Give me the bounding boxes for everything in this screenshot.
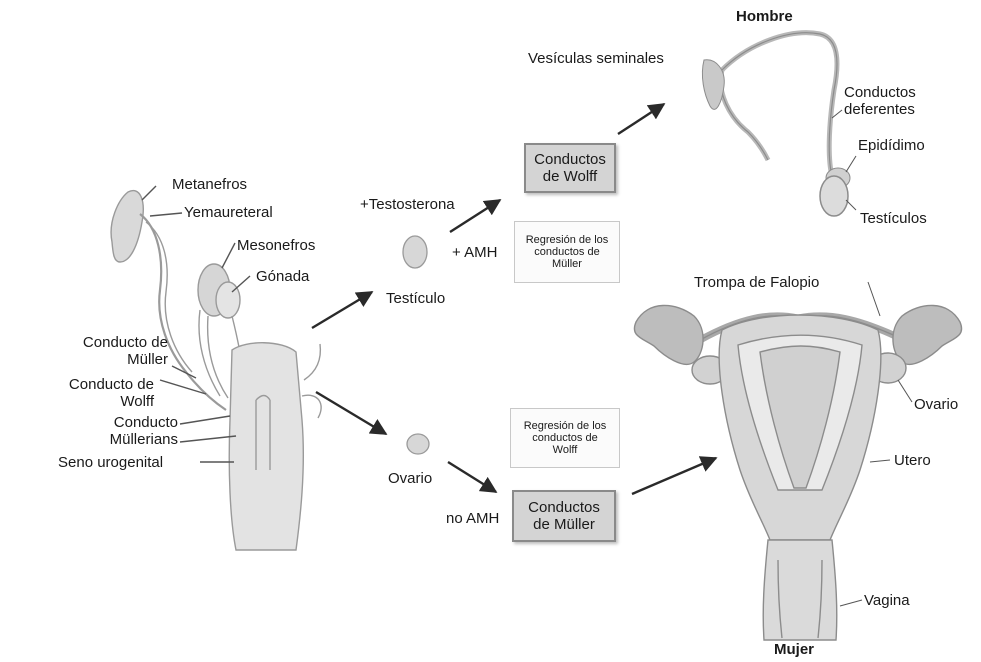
- box-conductos-muller-text: Conductos de Müller: [528, 499, 600, 533]
- label-conducto-mullerians: Conducto Müllerians: [40, 414, 178, 448]
- label-mujer: Mujer: [774, 641, 814, 658]
- label-ovario-right: Ovario: [914, 396, 958, 413]
- box-regresion-muller: Regresión de los conductos de Müller: [514, 221, 620, 283]
- label-vagina: Vagina: [864, 592, 910, 609]
- label-hombre: Hombre: [736, 8, 793, 25]
- label-testiculos: Testículos: [860, 210, 927, 227]
- box-regresion-wolff-text: Regresión de los conductos de Wolff: [524, 420, 607, 456]
- male-reproductive-illustration: [702, 33, 856, 216]
- vesiculas-shape: [702, 60, 724, 110]
- label-amh: + AMH: [452, 244, 497, 261]
- testiculos-shape: [820, 176, 848, 216]
- label-yemaureteral: Yemaureteral: [184, 204, 273, 221]
- label-utero: Utero: [894, 452, 931, 469]
- left-tube-end: [634, 305, 703, 364]
- box-conductos-wolff: Conductos de Wolff: [524, 143, 616, 193]
- label-seno-urogenital: Seno urogenital: [58, 454, 163, 471]
- box-conductos-muller: Conductos de Müller: [512, 490, 616, 542]
- label-testosterona: +Testosterona: [360, 196, 455, 213]
- label-vesiculas-seminales: Vesículas seminales: [528, 50, 664, 67]
- label-testiculo: Testículo: [386, 290, 445, 307]
- label-trompa-falopio: Trompa de Falopio: [694, 274, 819, 291]
- label-gonada: Gónada: [256, 268, 309, 285]
- box-regresion-muller-text: Regresión de los conductos de Müller: [526, 234, 609, 270]
- metanefros-shape: [111, 191, 143, 262]
- label-mesonefros: Mesonefros: [237, 237, 315, 254]
- label-ovario-mid: Ovario: [388, 470, 432, 487]
- ovario-shape: [407, 434, 429, 454]
- seno-urogenital-shape: [229, 343, 303, 550]
- label-conducto-wolff: Conducto de Wolff: [20, 376, 154, 410]
- label-epididimo: Epidídimo: [858, 137, 925, 154]
- box-regresion-wolff: Regresión de los conductos de Wolff: [510, 408, 620, 468]
- label-conductos-deferentes: Conductos deferentes: [844, 84, 916, 118]
- testiculo-shape: [403, 236, 427, 268]
- right-tube-end: [893, 305, 962, 364]
- box-conductos-wolff-text: Conductos de Wolff: [534, 151, 606, 185]
- label-conducto-muller: Conducto de Müller: [34, 334, 168, 368]
- vagina-shape: [763, 540, 837, 640]
- label-metanefros: Metanefros: [172, 176, 247, 193]
- label-no-amh: no AMH: [446, 510, 499, 527]
